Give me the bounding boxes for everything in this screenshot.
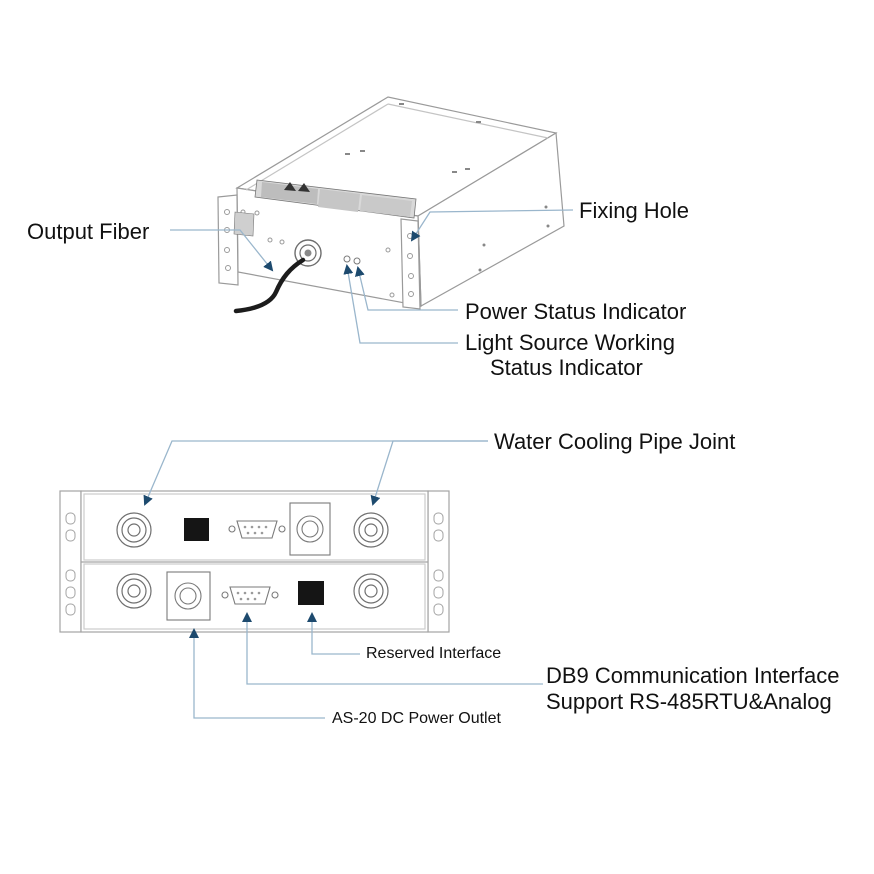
output-fiber-connector — [233, 239, 322, 314]
label-dc-power-outlet: AS-20 DC Power Outlet — [332, 710, 501, 727]
label-output-fiber: Output Fiber — [27, 219, 150, 244]
label-light-source-line1: Light Source Working — [465, 330, 675, 355]
top-leader-lines — [170, 209, 574, 344]
db9-pins — [236, 525, 268, 601]
label-reserved-interface: Reserved Interface — [366, 645, 502, 662]
bottom-leader-lines — [143, 440, 543, 719]
square-power-connectors — [166, 502, 331, 621]
reserved-blocks — [184, 518, 324, 605]
label-water-cooling-pipe-joint: Water Cooling Pipe Joint — [494, 429, 736, 454]
top-face-marks — [345, 103, 550, 272]
label-light-source-line2: Status Indicator — [490, 355, 643, 380]
rail-slots — [65, 512, 444, 616]
warning-label-plate — [233, 179, 417, 237]
flange-holes — [224, 209, 414, 298]
rear-panel — [59, 490, 450, 633]
label-db9-line2: Support RS-485RTU&Analog — [546, 689, 832, 714]
water-joints — [116, 512, 389, 609]
label-power-status-indicator: Power Status Indicator — [465, 299, 687, 324]
status-leds — [343, 255, 361, 265]
label-db9-line1: DB9 Communication Interface — [546, 663, 840, 688]
label-fixing-hole: Fixing Hole — [579, 198, 690, 223]
